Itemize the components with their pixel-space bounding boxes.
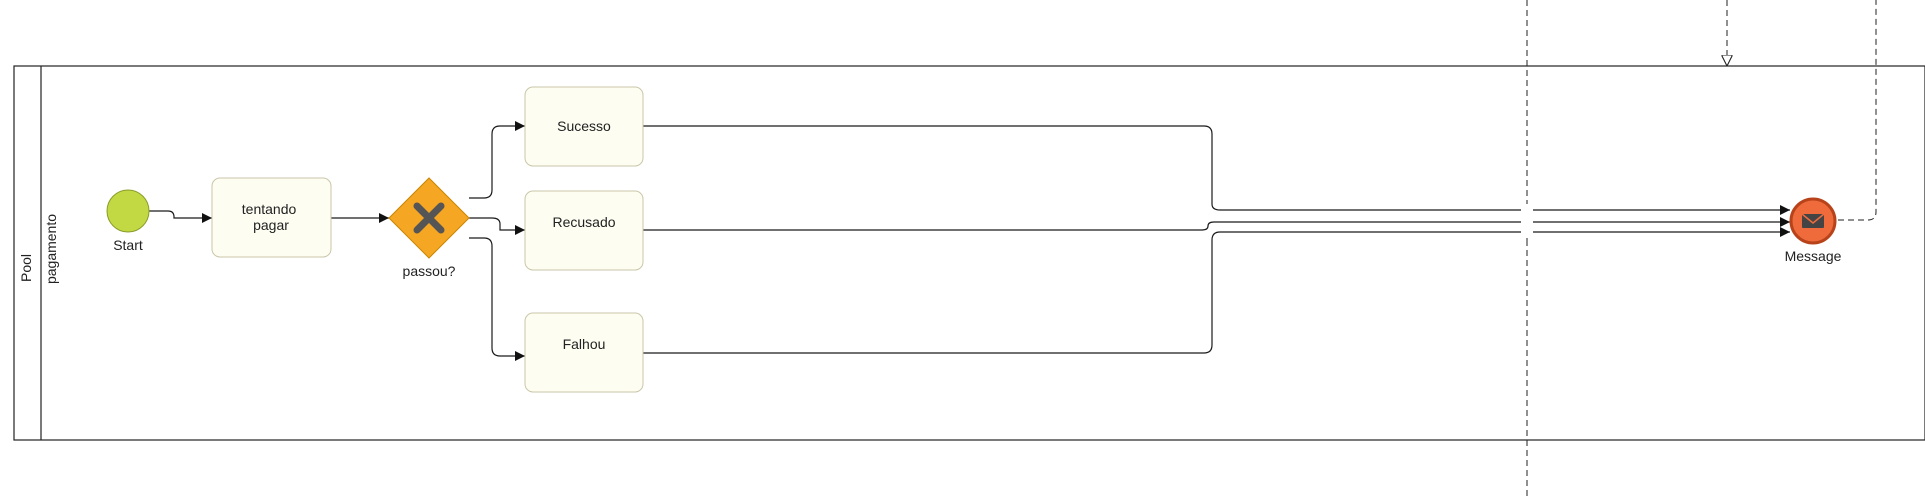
pool-label: Pool: [18, 254, 34, 282]
flow-gateway-to-sucesso[interactable]: [469, 121, 525, 199]
message-flows: [1526, 0, 1877, 497]
task-recusado-label: Recusado: [552, 214, 615, 230]
start-event[interactable]: Start: [106, 189, 150, 253]
envelope-icon: [1801, 213, 1825, 228]
task-recusado[interactable]: Recusado: [524, 190, 644, 271]
sequence-flows: [148, 121, 1790, 361]
start-event-label: Start: [113, 237, 143, 253]
flow-recusado-to-end[interactable]: [643, 217, 1790, 231]
message-flow-outgoing[interactable]: [1838, 0, 1877, 221]
flow-gateway-to-falhou[interactable]: [469, 237, 525, 361]
flow-sucesso-to-end[interactable]: [643, 125, 1790, 215]
task-falhou-label: Falhou: [563, 336, 606, 352]
start-event-circle[interactable]: [106, 189, 150, 233]
task-sucesso[interactable]: Sucesso: [524, 86, 644, 167]
pool[interactable]: Pool pagamento: [13, 65, 1925, 441]
flow-gateway-to-recusado[interactable]: [469, 217, 525, 235]
flow-start-to-tentando[interactable]: [148, 210, 212, 223]
x-icon: [413, 202, 445, 234]
end-event-label: Message: [1785, 248, 1842, 264]
task-tentando-pagar[interactable]: tentando pagar: [211, 177, 332, 258]
exclusive-gateway[interactable]: passou?: [388, 177, 470, 279]
task-tentando-pagar-label: tentando pagar: [242, 201, 300, 233]
lane-label: pagamento: [43, 214, 59, 284]
flow-falhou-to-end[interactable]: [643, 227, 1790, 354]
end-message-event[interactable]: Message: [1785, 197, 1842, 264]
task-sucesso-label: Sucesso: [557, 118, 611, 134]
task-falhou[interactable]: Falhou: [524, 312, 644, 393]
gateway-label: passou?: [403, 263, 456, 279]
